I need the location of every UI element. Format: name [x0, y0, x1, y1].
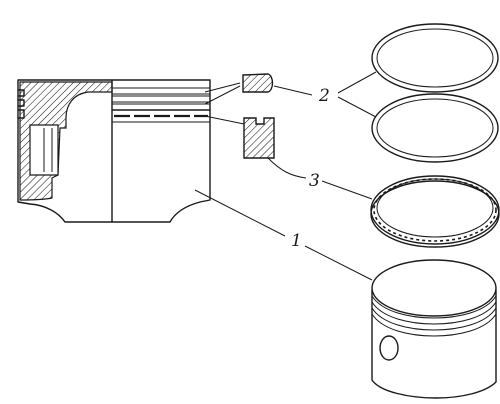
- compression-ring-upper: [371, 23, 499, 93]
- compression-ring-lower: [371, 93, 499, 163]
- callout-1: 1: [291, 231, 302, 251]
- piston: [371, 259, 497, 399]
- leader-lines: [194, 71, 377, 281]
- compression-ring-profile: [242, 73, 274, 93]
- oil-ring-profile: [243, 117, 275, 159]
- callout-3: 3: [309, 171, 320, 191]
- callout-2: 2: [318, 86, 330, 106]
- oil-ring: [370, 175, 500, 248]
- piston-section-view: [17, 79, 211, 223]
